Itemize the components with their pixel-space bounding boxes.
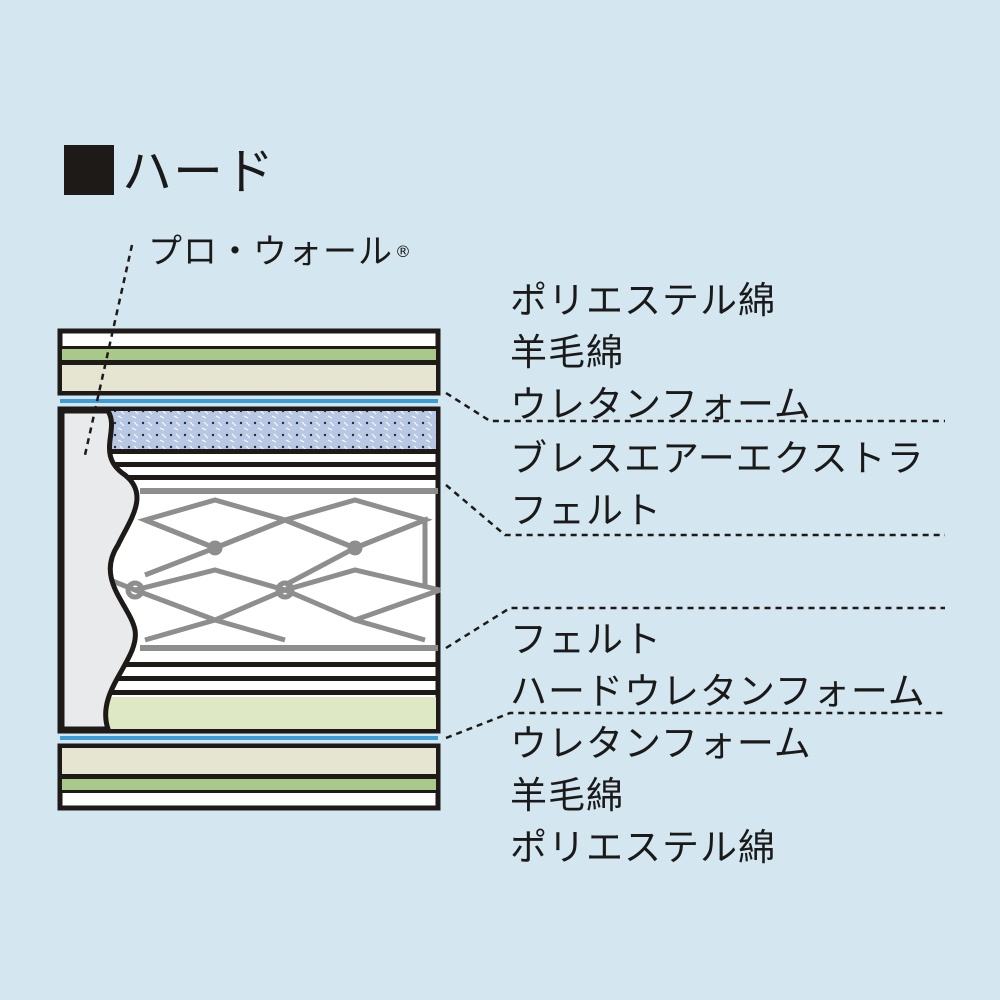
label-group-top: ポリエステル綿 羊毛綿 ウレタンフォーム (510, 275, 812, 431)
label-urethane-top: ウレタンフォーム (510, 383, 812, 426)
leader-felt-group (445, 606, 945, 650)
leader-lines (83, 244, 945, 740)
label-hard-urethane: ハードウレタンフォーム (510, 670, 926, 713)
label-felt-upper: フェルト (510, 489, 662, 532)
label-wool-bottom: 羊毛綿 (510, 774, 624, 817)
label-polyester-bottom: ポリエステル綿 (510, 826, 776, 869)
label-wool-top: 羊毛綿 (510, 331, 624, 374)
label-breathair: ブレスエアーエクストラ (510, 437, 925, 480)
leader-bottom-group (445, 711, 945, 740)
pro-wall-side (59, 408, 140, 732)
title-text: ハード (122, 143, 275, 201)
pocket-springs (109, 497, 441, 643)
page-title: ハード (64, 142, 275, 202)
pro-wall-text: プロ・ウォール (148, 232, 393, 272)
label-group-bottom: ウレタンフォーム 羊毛綿 ポリエステル綿 (510, 718, 812, 874)
label-felt-lower: フェルト (510, 618, 662, 661)
label-group-breathair: ブレスエアーエクストラ フェルト (510, 433, 925, 537)
breathair-layer (108, 411, 436, 449)
registered-mark: ® (395, 242, 412, 261)
square-bullet-icon (64, 145, 114, 195)
leader-top-group (445, 391, 945, 423)
main-body (57, 406, 441, 734)
pro-wall-label: プロ・ウォール® (148, 232, 412, 272)
label-polyester-top: ポリエステル綿 (510, 279, 776, 322)
leader-pro-wall (83, 244, 134, 456)
hard-urethane-layer (108, 697, 436, 729)
label-urethane-bottom: ウレタンフォーム (510, 722, 812, 765)
label-group-felt: フェルト ハードウレタンフォーム (510, 614, 926, 718)
leader-breathair-group (445, 484, 945, 537)
bottom-comfort-pad (57, 743, 441, 811)
top-comfort-pad (57, 328, 441, 396)
